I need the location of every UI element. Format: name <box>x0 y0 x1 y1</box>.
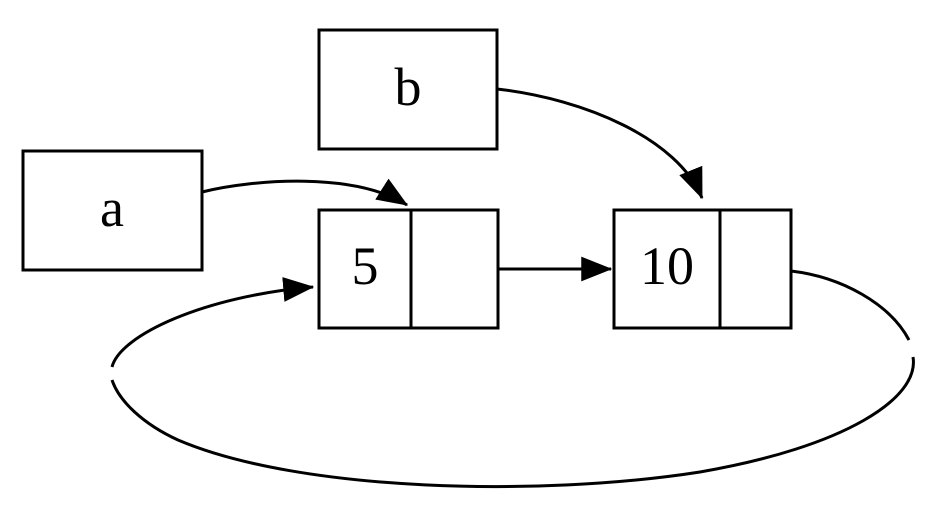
variable-box-b-rect <box>317 28 499 151</box>
variable-label-b: b <box>395 57 422 117</box>
list-node-10-value: 10 <box>640 236 694 296</box>
list-node-10: 10 <box>612 208 793 330</box>
list-node-5: 5 <box>317 208 500 330</box>
variable-box-b: b <box>317 28 499 151</box>
variable-box-a-rect <box>21 149 204 272</box>
list-node-5-rect <box>317 208 500 330</box>
arrow-a-to-node5 <box>201 178 409 207</box>
list-node-10-rect <box>612 208 793 330</box>
arrow-b-to-node10 <box>496 87 704 200</box>
variable-box-a: a <box>21 149 204 272</box>
loop-edge-segment-bottom <box>110 356 915 489</box>
arrow-node10-loop-to-node5 <box>110 269 915 489</box>
loop-edge-segment-into-node5 <box>110 277 315 368</box>
list-node-5-value: 5 <box>352 236 379 296</box>
loop-edge-segment-right <box>790 269 911 341</box>
variable-label-a: a <box>100 178 124 238</box>
